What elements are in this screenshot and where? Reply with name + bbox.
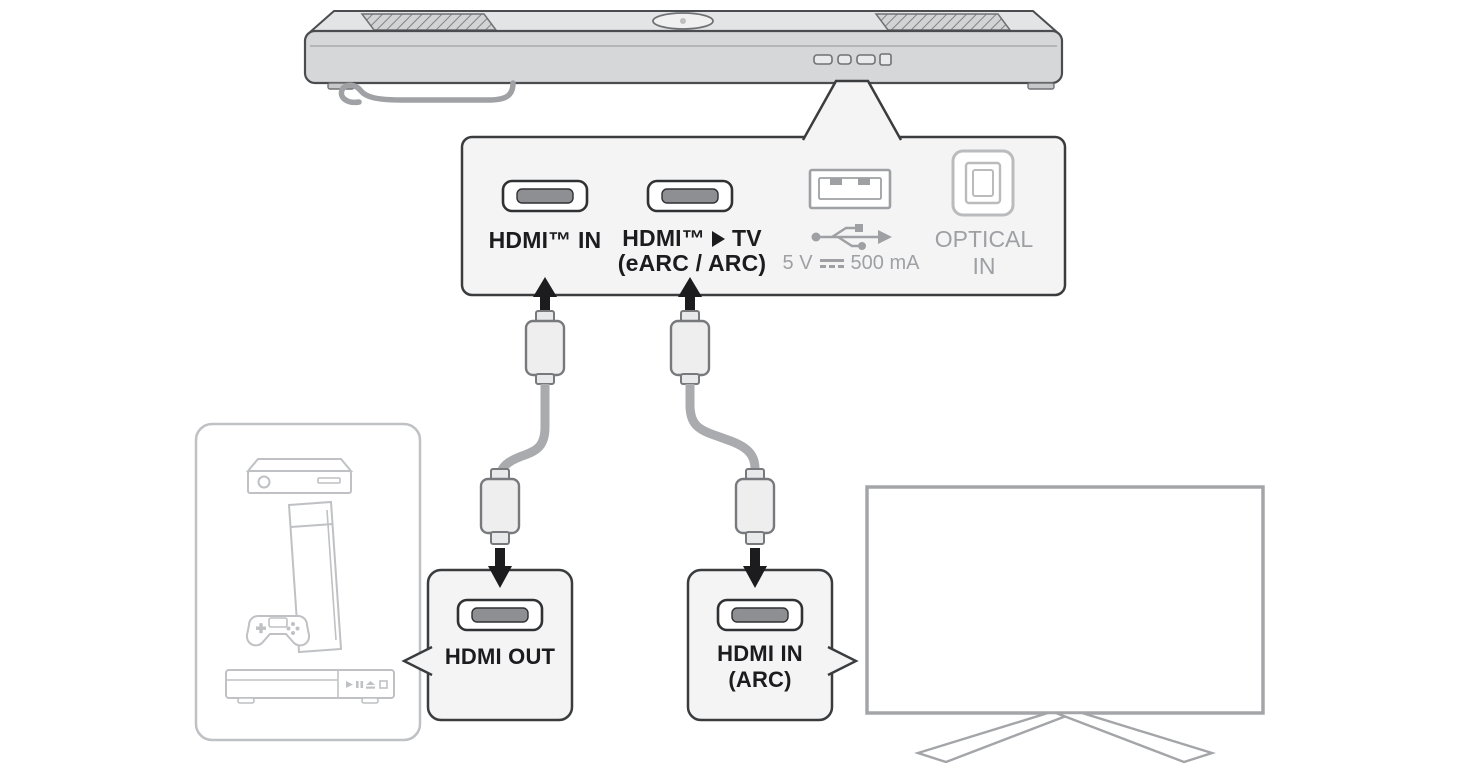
hdmi-tv-label-prefix: HDMI™ [622, 225, 705, 251]
down-arrow-icon [743, 566, 767, 588]
hdmi-in-arc-label-line2: (ARC) [728, 667, 792, 692]
usb-current-label: 500 mA [850, 252, 920, 274]
rear-ports-detail [813, 53, 892, 66]
speaker-grille-left [360, 13, 498, 31]
optical-in-label: OPTICAL IN [918, 226, 1050, 280]
hdmi-out-label: HDMI OUT [444, 644, 556, 669]
soundbar-illustration [303, 10, 1064, 106]
optical-label-line1: OPTICAL [934, 226, 1034, 252]
usb-icon [811, 224, 892, 250]
hdmi-arc-port-label: HDMI™ TV [610, 225, 774, 252]
source-devices-illustration [194, 422, 422, 742]
earc-arc-sublabel: (eARC / ARC) [617, 250, 767, 276]
hdmi-out-box [401, 568, 574, 722]
hdmi-plug-top-right [669, 310, 711, 385]
up-arrow-icon [678, 277, 702, 297]
hdmi-cable-right [685, 384, 760, 470]
hdmi-out-port-icon [456, 598, 544, 632]
hdmi-in-arc-label-line1: HDMI IN [717, 641, 803, 666]
left-cable-assembly [479, 277, 566, 588]
hdmi-in-port-icon [501, 179, 589, 213]
callout-pointer [801, 79, 903, 141]
hdmi-tv-label-suffix: TV [731, 225, 762, 251]
hdmi-plug-top-left [524, 310, 566, 385]
usb-power-rating-label: 5 V 500 mA [774, 252, 928, 275]
hdmi-out-box-pointer [401, 645, 433, 677]
tv-stand-left-leg [914, 711, 1075, 764]
set-top-box-icon [245, 458, 354, 494]
hdmi-in-port-label: HDMI™ IN [488, 227, 602, 253]
dc-symbol-icon [819, 258, 844, 269]
hdmi-plug-bottom-left [479, 468, 521, 545]
down-arrow-icon [488, 566, 512, 588]
hdmi-in-arc-box [686, 568, 859, 722]
hdmi-plug-bottom-right [734, 468, 776, 545]
game-controller-icon [245, 615, 311, 647]
hdmi-in-arc-port-icon-bottom [716, 598, 804, 632]
tv-illustration [865, 485, 1265, 764]
hdmi-in-arc-label: HDMI IN (ARC) [688, 641, 832, 693]
power-cable [338, 80, 516, 106]
ports-callout-panel [460, 79, 1067, 297]
hdmi-arc-port-icon [646, 179, 734, 213]
hdmi-in-arc-box-pointer [827, 645, 859, 677]
optical-port-icon [951, 149, 1015, 217]
optical-label-line2: IN [972, 253, 996, 279]
usb-voltage-label: 5 V [782, 252, 813, 274]
speaker-grille-right [874, 13, 1012, 31]
up-arrow-icon [533, 277, 557, 297]
game-console-icon [287, 500, 343, 654]
tv-stand-right-leg [1055, 711, 1216, 764]
disc-player-icon [225, 669, 395, 704]
play-arrow-icon [711, 230, 725, 247]
hdmi-cable-left [495, 384, 550, 480]
right-cable-assembly [669, 277, 776, 588]
usb-port-icon [808, 168, 892, 210]
